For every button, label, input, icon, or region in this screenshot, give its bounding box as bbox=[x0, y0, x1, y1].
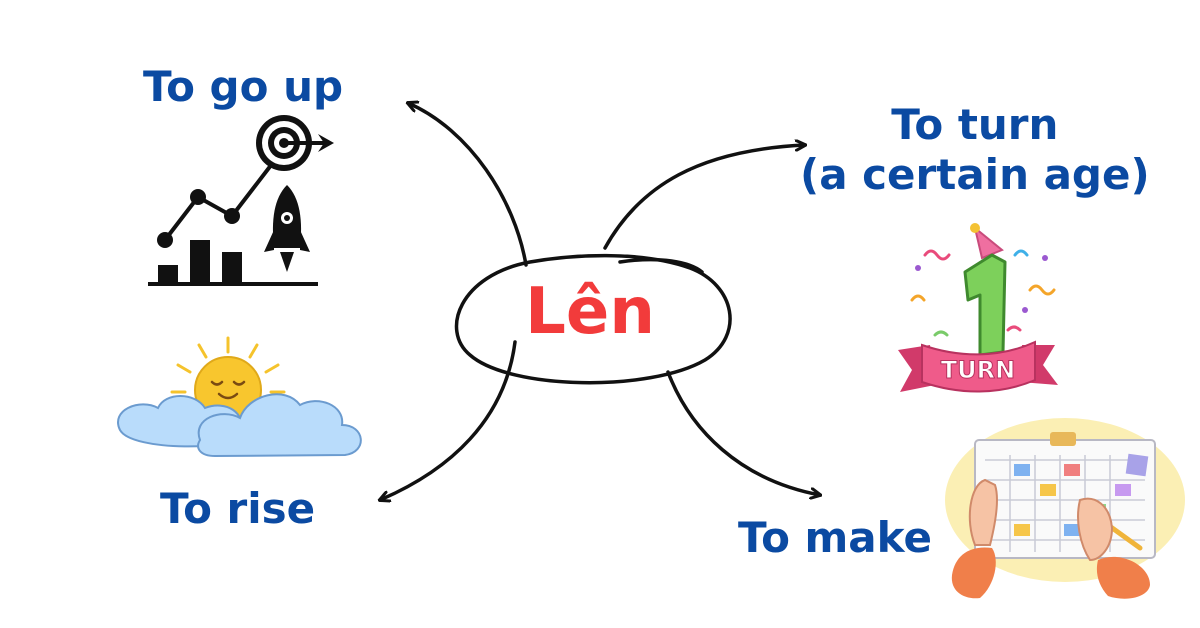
sun-rising-over-clouds-icon bbox=[117, 336, 362, 458]
branch-label-turn: To turn (a certain age) bbox=[800, 100, 1150, 201]
hands-making-calendar-plan-icon bbox=[945, 418, 1185, 599]
branch-label-turn-line2: (a certain age) bbox=[800, 150, 1150, 200]
center-ellipse bbox=[454, 253, 732, 385]
growth-chart-rocket-target-icon bbox=[148, 115, 334, 286]
branch-label-go-up: To go up bbox=[143, 62, 344, 111]
center-word: Lên bbox=[525, 275, 655, 349]
arrow-to-turn bbox=[603, 145, 805, 250]
arrow-to-make bbox=[666, 370, 820, 495]
turn-badge-text: TURN bbox=[941, 356, 1015, 384]
branch-label-make: To make bbox=[738, 513, 932, 562]
branch-label-turn-line1: To turn bbox=[891, 100, 1059, 149]
branch-label-rise: To rise bbox=[160, 484, 316, 533]
arrow-to-go-up bbox=[408, 103, 528, 267]
arrow-to-rise bbox=[380, 340, 517, 500]
first-birthday-turn-banner-icon: TURN bbox=[898, 223, 1058, 393]
